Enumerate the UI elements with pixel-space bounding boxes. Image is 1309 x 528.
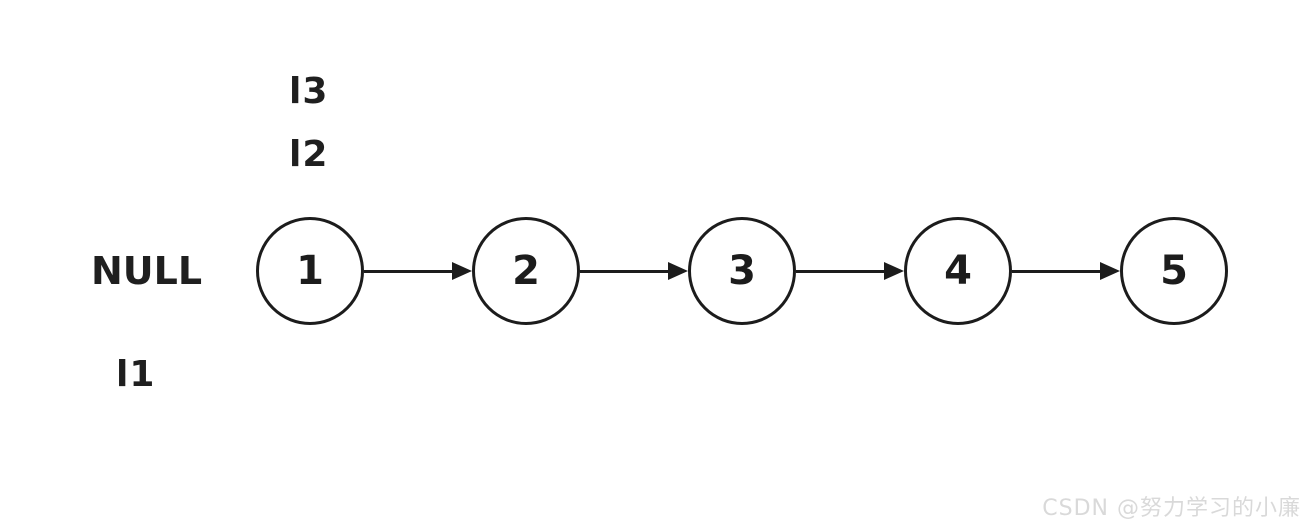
next-pointer-arrow-icon [580, 217, 688, 325]
list-node: 1 [256, 217, 364, 325]
list-node: 5 [1120, 217, 1228, 325]
node-value: 5 [1160, 248, 1188, 294]
null-label: NULL [91, 249, 203, 293]
linked-list: 1 2 3 4 5 [256, 217, 1228, 325]
pointer-label-l2: l2 [289, 134, 329, 175]
node-value: 3 [728, 248, 756, 294]
pointer-label-l1: l1 [116, 354, 156, 395]
node-value: 4 [944, 248, 972, 294]
list-node: 3 [688, 217, 796, 325]
list-node: 4 [904, 217, 1012, 325]
node-value: 2 [512, 248, 540, 294]
next-pointer-arrow-icon [796, 217, 904, 325]
next-pointer-arrow-icon [364, 217, 472, 325]
csdn-watermark: CSDN @努力学习的小廉 [1042, 496, 1301, 521]
pointer-label-l3: l3 [289, 71, 329, 112]
list-node: 2 [472, 217, 580, 325]
next-pointer-arrow-icon [1012, 217, 1120, 325]
node-value: 1 [296, 248, 324, 294]
